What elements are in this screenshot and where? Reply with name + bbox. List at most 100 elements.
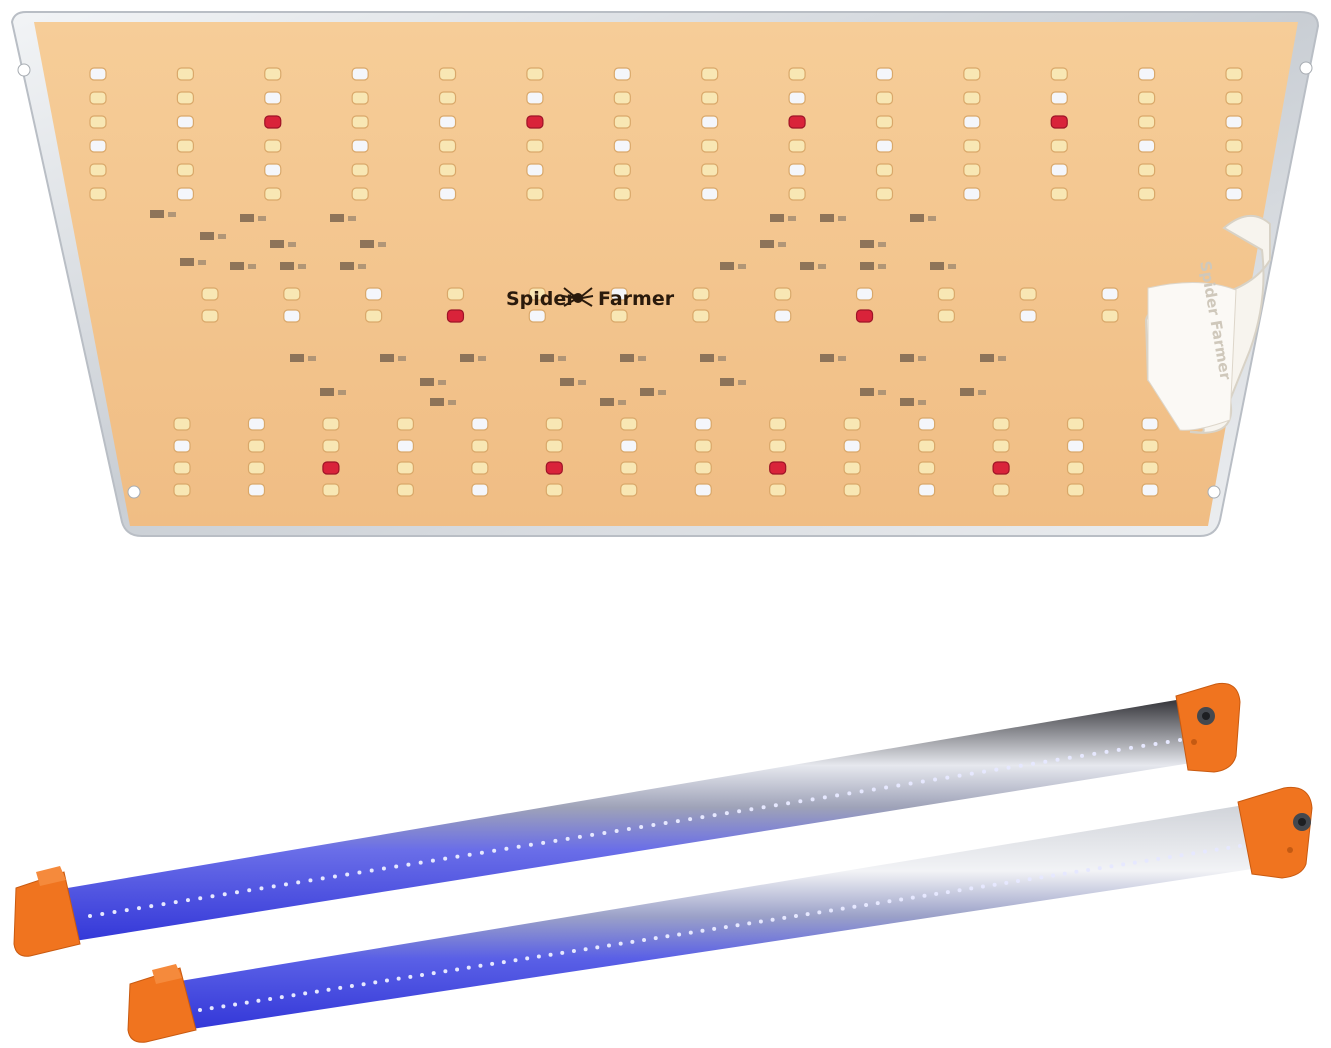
bar-led-dot	[653, 936, 658, 941]
led-chip	[963, 115, 981, 129]
led-chip	[701, 91, 719, 105]
led-chip	[769, 417, 787, 431]
led-chip	[701, 139, 719, 153]
led-chip	[545, 417, 563, 431]
smd-component	[820, 354, 834, 362]
led-chip	[526, 139, 544, 153]
led-chip	[788, 67, 806, 81]
smd-component	[718, 356, 726, 361]
smd-component	[358, 264, 366, 269]
bar-led-dot	[793, 914, 798, 919]
bar-led-dot	[712, 926, 717, 931]
led-chip	[620, 483, 638, 497]
bar-led-dot	[553, 838, 558, 843]
bar-led-dot	[1055, 757, 1060, 762]
led-chip	[963, 187, 981, 201]
smd-component	[640, 388, 654, 396]
led-chip	[1066, 417, 1085, 431]
led-chip	[918, 417, 936, 431]
bar-led-dot	[247, 888, 252, 893]
led-chip	[322, 439, 340, 453]
led-chip	[351, 91, 369, 105]
led-chip	[264, 163, 282, 177]
led-chip	[937, 309, 955, 323]
smd-component	[930, 262, 944, 270]
bar-led-dot	[945, 775, 950, 780]
led-chip	[396, 417, 414, 431]
bar-led-dot	[642, 937, 647, 942]
led-chip	[937, 287, 955, 301]
bar-led-dot	[982, 769, 987, 774]
bar-led-dot	[817, 910, 822, 915]
led-chip	[176, 115, 194, 129]
bar-led-dot	[651, 823, 656, 828]
bar-led-dot	[100, 912, 105, 917]
led-chip	[875, 67, 894, 81]
led-chip	[613, 139, 631, 153]
led-chip	[1050, 67, 1068, 81]
bar-led-dot	[320, 876, 325, 881]
bar-led-dot	[492, 848, 497, 853]
bar-led-dot	[88, 914, 92, 918]
smd-component	[398, 356, 406, 361]
led-chip	[176, 163, 194, 177]
bar-led-dot	[490, 961, 495, 966]
led-chip	[769, 461, 787, 475]
bar-led-dot	[1191, 851, 1196, 856]
led-chip	[247, 417, 266, 431]
led-chip	[1225, 163, 1243, 177]
bar-led-dot	[910, 895, 915, 900]
led-chip	[613, 163, 631, 177]
bar-led-dot	[291, 993, 296, 998]
smd-component	[658, 390, 666, 395]
led-chip	[322, 461, 340, 475]
smd-component	[820, 214, 834, 222]
bar-led-dot	[626, 826, 631, 831]
led-chip	[471, 439, 489, 453]
led-chip	[283, 287, 301, 301]
smd-component	[180, 258, 194, 266]
bar-led-dot	[677, 932, 682, 937]
led-chip	[545, 461, 563, 475]
led-chip	[526, 67, 544, 81]
bar-led-dot	[688, 930, 693, 935]
smd-component	[878, 390, 886, 395]
bar-led-dot	[173, 900, 178, 905]
led-chip	[613, 67, 631, 81]
smd-component	[918, 400, 926, 405]
led-chip	[843, 483, 861, 497]
led-chip	[89, 67, 107, 81]
smd-component	[338, 390, 346, 395]
bar-led-dot	[577, 834, 582, 839]
bar-led-dot	[112, 910, 117, 915]
smd-component	[760, 240, 774, 248]
smd-component	[478, 356, 486, 361]
bar-led-dot	[420, 972, 425, 977]
led-chip	[264, 91, 282, 105]
led-chip	[855, 309, 874, 323]
smd-component	[320, 388, 334, 396]
led-chip	[875, 115, 894, 129]
bar-body	[44, 696, 1210, 944]
bar-led-dot	[1067, 755, 1072, 760]
brand-text-right: Farmer	[598, 288, 675, 310]
bar-led-dot	[303, 991, 308, 996]
bar-led-dot	[326, 987, 331, 992]
bar-led-dot	[1178, 738, 1182, 742]
bar-led-dot	[314, 989, 319, 994]
led-chip	[694, 483, 712, 497]
led-chip	[351, 139, 369, 153]
bar-led-dot	[525, 956, 530, 961]
bar-led-dot	[1153, 741, 1158, 746]
led-chip	[351, 67, 369, 81]
led-chip	[438, 91, 457, 105]
led-chip	[89, 187, 107, 201]
smd-component	[308, 356, 316, 361]
led-chip	[264, 115, 282, 129]
bar-led-dot	[1226, 845, 1231, 850]
bar-led-dot	[875, 901, 880, 906]
bar-led-dot	[406, 862, 411, 867]
bar-led-dot	[259, 886, 264, 891]
bar-led-row	[198, 844, 1242, 1012]
led-chip	[247, 461, 266, 475]
